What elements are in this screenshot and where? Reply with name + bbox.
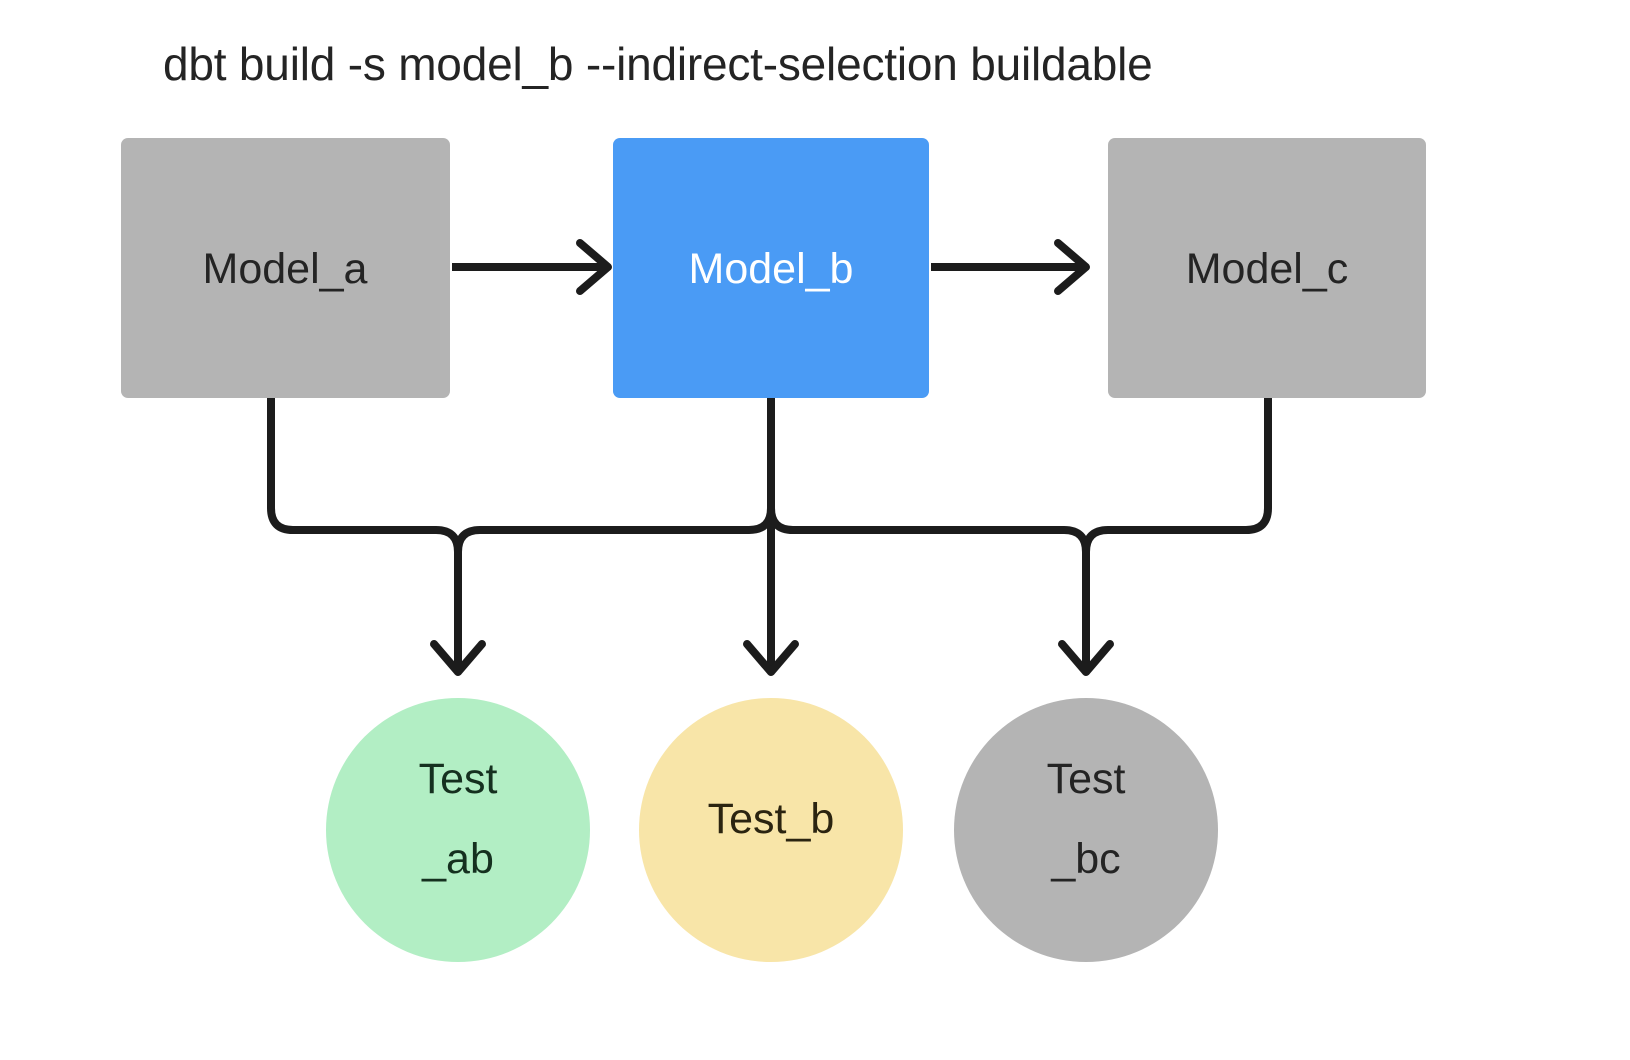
node-model-a[interactable]: Model_a [121, 138, 450, 398]
node-test-bc-label-line2: _bc [1050, 835, 1120, 883]
node-test-bc-label-line1: Test [1047, 755, 1126, 803]
node-test-ab-label-line2: _ab [421, 835, 494, 883]
edge-model-b-to-test-ab [454, 398, 775, 668]
edge-model-a-to-test-ab [267, 398, 462, 668]
node-model-a-label: Model_a [203, 245, 368, 293]
node-test-bc[interactable]: Test _bc [954, 698, 1218, 962]
node-model-b-shape[interactable] [613, 138, 929, 398]
edge-model-c-to-test-bc [1082, 398, 1272, 668]
node-test-ab-shape[interactable] [326, 698, 590, 962]
edge-model-b-to-model-c [931, 239, 1090, 295]
node-test-b-label-line1: Test_b [708, 795, 835, 843]
node-model-b-label: Model_b [689, 245, 854, 293]
test-node-layer: Test _ab Test_b Test _bc [326, 698, 1218, 962]
node-model-a-shape[interactable] [121, 138, 450, 398]
diagram-title: dbt build -s model_b --indirect-selectio… [163, 38, 1153, 90]
node-test-ab[interactable]: Test _ab [326, 698, 590, 962]
node-test-bc-shape[interactable] [954, 698, 1218, 962]
node-test-b-shape[interactable] [639, 698, 903, 962]
node-model-c-shape[interactable] [1108, 138, 1426, 398]
arrowhead-test-bc [1058, 640, 1114, 676]
node-test-b[interactable]: Test_b [639, 698, 903, 962]
edge-model-b-to-test-bc [767, 398, 1090, 668]
edge-model-a-to-model-b [452, 239, 612, 295]
arrowhead-test-ab [430, 640, 486, 676]
node-model-c[interactable]: Model_c [1108, 138, 1426, 398]
node-test-ab-label-line1: Test [419, 755, 498, 803]
node-model-b[interactable]: Model_b [613, 138, 929, 398]
node-model-c-label: Model_c [1186, 245, 1349, 293]
model-node-layer: Model_a Model_b Model_c [121, 138, 1426, 398]
edge-layer [267, 239, 1272, 676]
